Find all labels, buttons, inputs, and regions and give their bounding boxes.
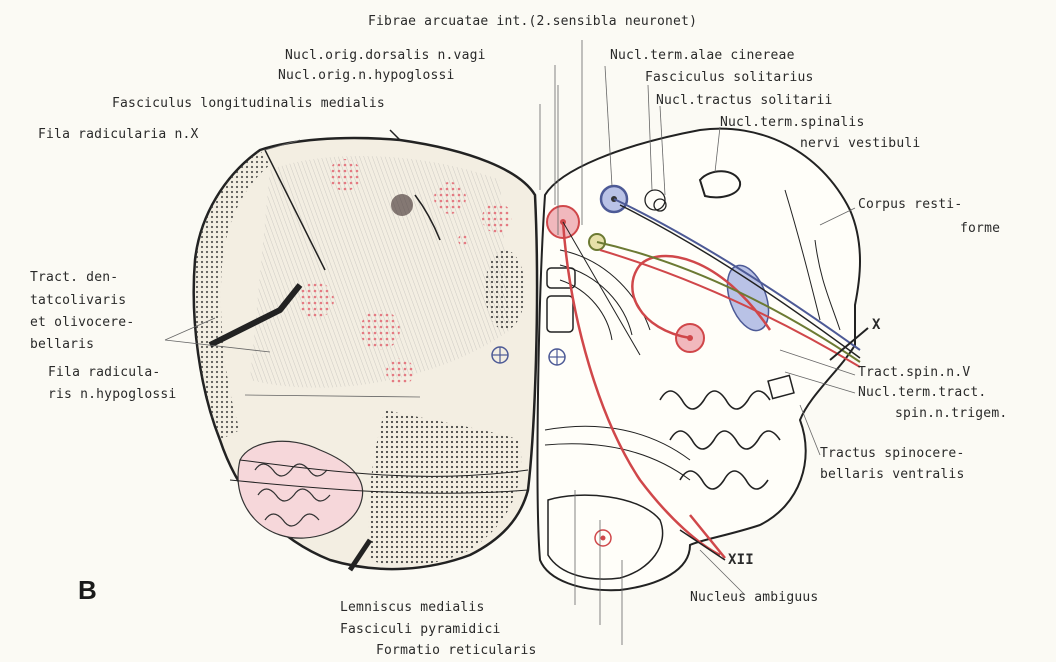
label-nucl-orig-hypoglossi: Nucl.orig.n.hypoglossi: [278, 68, 455, 83]
label-nucl-orig-dorsalis-vagi: Nucl.orig.dorsalis n.vagi: [285, 48, 486, 63]
label-tract-dentatoolivaris-4: bellaris: [30, 337, 94, 352]
label-tractus-spinocerebellaris-1: Tractus spinocere-: [820, 446, 964, 461]
label-x-nerve: X: [872, 318, 881, 333]
label-nucl-term-spinalis: Nucl.term.spinalis: [720, 115, 864, 130]
label-tract-dentatoolivaris-2: tatcolivaris: [30, 293, 126, 308]
right-schematic-half: [538, 129, 868, 591]
label-nucl-tractus-solitarii: Nucl.tractus solitarii: [656, 93, 833, 108]
label-fila-radicularia-x: Fila radicularia n.X: [38, 127, 199, 142]
label-corpus-restiforme-2: forme: [960, 221, 1000, 236]
label-nucl-term-tract-2: spin.n.trigem.: [895, 406, 1007, 421]
label-nucl-term-tract-1: Nucl.term.tract.: [858, 385, 986, 400]
panel-letter: B: [78, 575, 97, 606]
label-fila-radicularis-hypoglossi-2: ris n.hypoglossi: [48, 387, 176, 402]
left-stained-half: [194, 130, 537, 570]
label-tract-spin-v: Tract.spin.n.V: [858, 365, 970, 380]
label-fasciculi-pyramidici: Fasciculi pyramidici: [340, 622, 501, 637]
label-fasciculus-longitudinalis-medialis: Fasciculus longitudinalis medialis: [112, 96, 385, 111]
label-nervi-vestibuli: nervi vestibuli: [800, 136, 920, 151]
label-tract-dentatoolivaris-1: Tract. den-: [30, 270, 118, 285]
label-fila-radicularis-hypoglossi-1: Fila radicula-: [48, 365, 160, 380]
label-lemniscus-medialis: Lemniscus medialis: [340, 600, 484, 615]
label-nucleus-ambiguus: Nucleus ambiguus: [690, 590, 818, 605]
label-xii-nerve: XII: [728, 553, 754, 568]
label-formatio-reticularis: Formatio reticularis: [376, 643, 537, 658]
label-corpus-restiforme-1: Corpus resti-: [858, 197, 962, 212]
label-fibrae-arcuatae: Fibrae arcuatae int.(2.sensibla neuronet…: [368, 14, 697, 29]
label-nucl-term-alae-cinereae: Nucl.term.alae cinereae: [610, 48, 795, 63]
label-tractus-spinocerebellaris-2: bellaris ventralis: [820, 467, 964, 482]
label-tract-dentatoolivaris-3: et olivocere-: [30, 315, 134, 330]
label-fasciculus-solitarius: Fasciculus solitarius: [645, 70, 814, 85]
